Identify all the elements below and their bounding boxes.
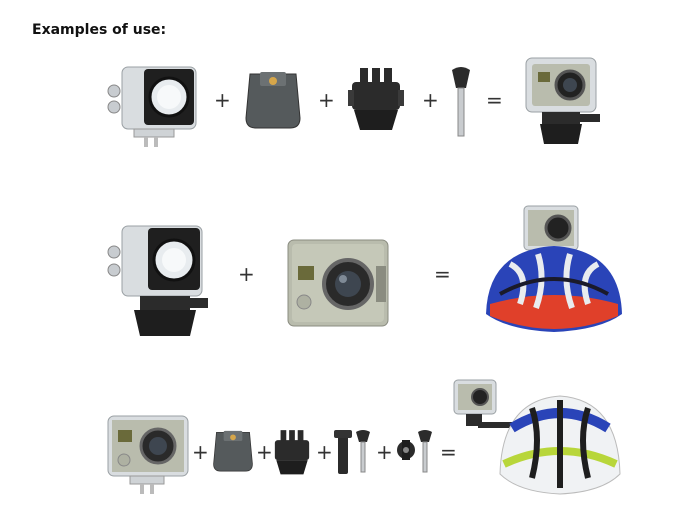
action-camera-icon [106,414,190,496]
action-camera-icon [286,236,390,330]
plus-sign: + [422,88,439,112]
page-title: Examples of use: [32,22,167,38]
extension-arm-icon [334,428,372,478]
plus-sign: + [238,262,255,286]
waterproof-case-icon [104,63,200,149]
plus-sign: + [192,440,209,464]
equals-sign: = [434,262,451,286]
equals-sign: = [486,88,503,112]
pivot-arm-icon [396,428,434,478]
plus-sign: + [256,440,273,464]
helmet-side-camera-icon [452,378,632,496]
adhesive-mount-icon [244,68,302,132]
adhesive-mount-icon [212,428,254,474]
buckle-mount-icon [348,66,404,134]
plus-sign: + [318,88,335,112]
thumb-screw-icon [450,66,472,138]
helmet-with-camera-icon [480,204,628,342]
plus-sign: + [376,440,393,464]
equals-sign: = [440,440,457,464]
plus-sign: + [214,88,231,112]
camera-in-case-on-mount-icon [520,56,604,148]
buckle-mount-icon [272,428,312,478]
case-on-buckle-icon [104,222,210,340]
plus-sign: + [316,440,333,464]
